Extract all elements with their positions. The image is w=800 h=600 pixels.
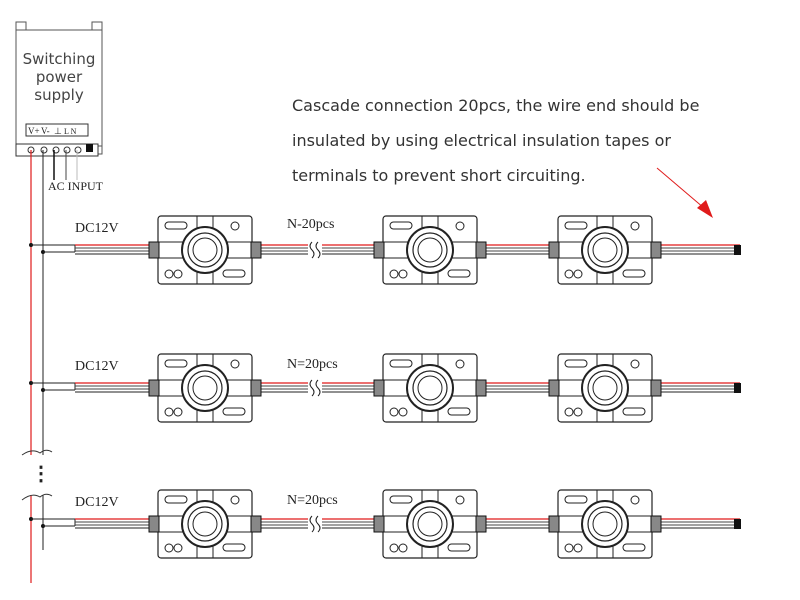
led-module (548, 353, 662, 423)
led-module (373, 353, 487, 423)
bus-wires (21, 150, 53, 583)
count-label: N=20pcs (287, 493, 338, 508)
psu-terminal-labels: V+ V- ⊥ L N (25, 123, 89, 137)
note-line-1: Cascade connection 20pcs, the wire end s… (292, 96, 700, 115)
psu-label-line-2: power (36, 68, 83, 86)
continuation-dots: ⋮ (31, 463, 51, 485)
cable-break-mark (309, 241, 315, 259)
terminal-label-vminus: V- (41, 126, 50, 136)
note-line-3: terminals to prevent short circuiting. (292, 166, 586, 185)
psu-label-line-3: supply (34, 86, 84, 104)
led-module (548, 489, 662, 559)
led-module (148, 215, 262, 285)
psu-label-line-1: Switching (23, 50, 96, 68)
module-row: DC12V N=20pcs (29, 353, 741, 423)
led-module (148, 489, 262, 559)
break-mark-lower (21, 493, 53, 501)
ac-input-label: AC INPUT (48, 179, 104, 193)
arrow-icon (656, 167, 713, 218)
terminal-label-ground: ⊥ (54, 126, 62, 136)
wire-end-connector (734, 245, 741, 255)
voltage-label: DC12V (75, 221, 119, 236)
module-row: DC12V N=20pcs (29, 489, 741, 559)
cascade-note: Cascade connection 20pcs, the wire end s… (292, 88, 762, 193)
cable-break-mark (309, 379, 315, 397)
wire-end-connector (734, 383, 741, 393)
terminal-label-ln: L N (64, 127, 77, 136)
cable-break-mark (309, 515, 315, 533)
count-label: N=20pcs (287, 357, 338, 372)
psu-terminal-block (15, 143, 99, 157)
module-row: DC12V N-20pcs (29, 215, 741, 285)
voltage-label: DC12V (75, 495, 119, 510)
led-module (548, 215, 662, 285)
count-label: N-20pcs (287, 217, 334, 232)
note-line-2: insulated by using electrical insulation… (292, 131, 671, 150)
led-module (373, 215, 487, 285)
led-module (148, 353, 262, 423)
wire-end-connector (734, 519, 741, 529)
voltage-label: DC12V (75, 359, 119, 374)
power-supply: Switching power supply V+ V- ⊥ L N AC IN… (15, 21, 104, 193)
led-module (373, 489, 487, 559)
terminal-label-vplus: V+ (28, 126, 40, 136)
break-mark-upper (21, 449, 53, 456)
